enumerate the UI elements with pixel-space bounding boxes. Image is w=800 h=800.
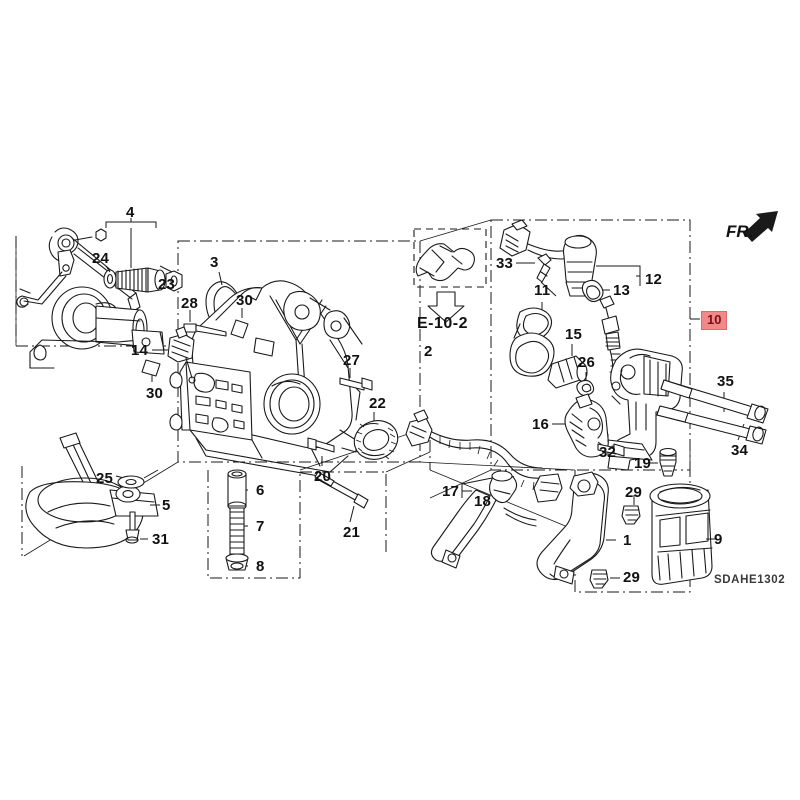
bolt-34 [656,405,767,445]
plug-19 [648,447,677,477]
callout-2: 2 [424,343,433,360]
highlight-badge-10[interactable]: 10 [701,311,728,330]
callout-8: 8 [256,558,265,575]
relief-spring-7 [229,507,248,559]
filter-bracket-1 [536,471,616,585]
callout-18: 18 [474,493,492,510]
callout-23: 23 [158,276,176,293]
callout-9: 9 [714,531,723,548]
callout-4: 4 [126,204,135,221]
vtc-filter-stem [599,295,621,375]
bolt-29-lower [589,569,620,589]
callout-25: 25 [96,470,114,487]
callout-30-upper: 30 [236,292,254,309]
bolt-33 [516,253,557,297]
oil-seal-22 [353,412,399,460]
callout-1: 1 [623,532,632,549]
callout-16: 16 [532,416,550,433]
callout-19: 19 [634,455,652,472]
gasket-11 [509,302,555,377]
callout-7: 7 [256,518,265,535]
callout-6: 6 [256,482,265,499]
oil-pump-body-2 [169,280,363,479]
callout-29-lower: 29 [623,569,641,586]
callout-3: 3 [210,254,219,271]
callout-34: 34 [731,442,749,459]
sensor-harness-17 [405,409,563,569]
oil-strainer-5 [25,432,159,549]
callout-35: 35 [717,373,735,390]
relief-cap-8 [225,553,249,571]
callout-21: 21 [343,524,361,541]
callout-30-lower: 30 [146,385,164,402]
bolt-31 [125,511,148,544]
reference-bracket-E-10-2 [415,243,475,282]
oring-26 [576,372,595,397]
oil-pressure-switch-14 [152,326,196,384]
callout-13: 13 [613,282,631,299]
left-partial-view [16,227,165,369]
relief-valve-6 [227,469,248,511]
callout-33: 33 [496,255,514,272]
oil-control-valve-16 [552,393,609,458]
callout-28: 28 [181,295,199,312]
callout-17: 17 [442,483,460,500]
oil-filter-9 [649,483,716,585]
bolt-27 [339,368,373,391]
callout-14: 14 [131,342,149,359]
plunger-assembly-4 [103,218,183,293]
reference-callout-label: E-10-2 [417,315,469,332]
bolt-21 [314,471,369,523]
front-direction-label: FR. [726,222,754,241]
callout-29-upper: 29 [625,484,643,501]
bolt-20 [307,437,335,466]
bolt-32 [597,434,625,457]
callout-20: 20 [314,468,332,485]
callout-32: 32 [599,444,617,461]
callout-31: 31 [152,531,170,548]
callout-26: 26 [578,354,596,371]
diagram-code: SDAHE1302 [714,574,786,586]
callout-22: 22 [369,395,387,412]
bolt-29-upper [621,495,641,525]
washer-25 [115,469,159,489]
bolt-35 [660,379,769,424]
dowel-pin-30-upper [230,308,249,339]
callout-15: 15 [565,326,583,343]
callout-12: 12 [645,271,663,288]
callout-5: 5 [162,497,171,514]
callout-27: 27 [343,352,361,369]
callout-11: 11 [534,282,551,299]
front-direction-arrow [744,211,778,242]
dowel-pin-30-lower [141,359,161,382]
oring-13 [581,279,610,303]
callout-24: 24 [92,250,110,267]
spool-valve-15 [547,344,588,389]
